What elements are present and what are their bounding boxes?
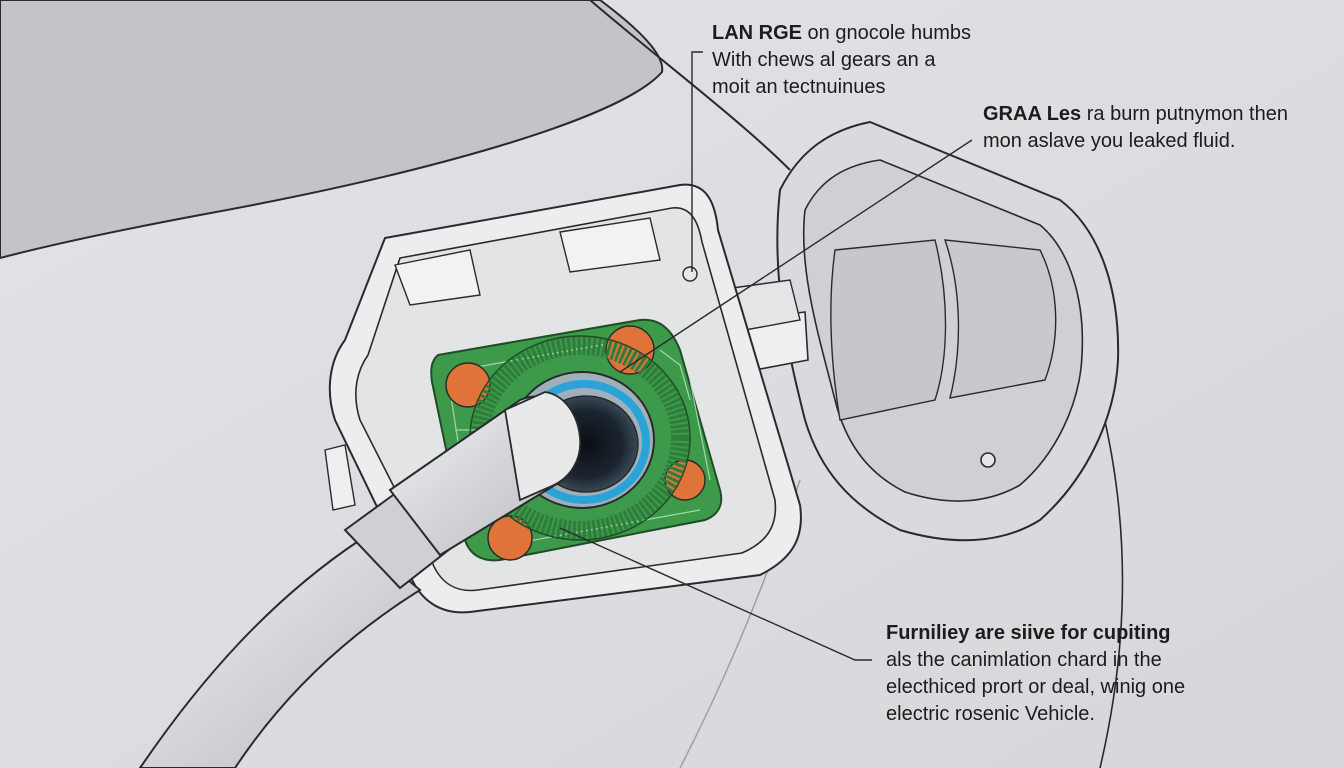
callout-top-lead: LAN RGE xyxy=(712,22,802,44)
car-window xyxy=(0,0,664,260)
callout-right-line2: mon aslave you leaked fluid. xyxy=(983,130,1236,152)
port-housing-top-clip-2 xyxy=(559,217,661,273)
charging-door-recess-right xyxy=(943,239,1057,399)
callout-leader-lines xyxy=(559,51,973,661)
leader-top xyxy=(691,51,703,272)
car-body-crease xyxy=(589,0,791,171)
plug-collar xyxy=(503,391,582,502)
callout-bottom-line3: electhiced prort or deal, winig one xyxy=(886,676,1186,698)
callout-bottom-line2: als the canimlation chard in the xyxy=(886,649,1162,671)
callout-bottom-line4: electric rosenic Vehicle. xyxy=(886,703,1095,725)
housing-screw-icon xyxy=(682,266,698,282)
callout-bottom-lead: Furniliey are siive for cupiting xyxy=(886,622,1171,644)
callout-top-line1: on gnocole humbs xyxy=(802,22,972,44)
callout-top: LAN RGE on gnocole humbs With chews al g… xyxy=(712,20,971,101)
callout-right-lead: GRAA Les xyxy=(983,103,1082,125)
charging-door-recess xyxy=(830,239,947,421)
callout-bottom: Furniliey are siive for cupiting als the… xyxy=(886,620,1185,728)
port-housing-top-clip xyxy=(394,249,481,306)
car-body-contour xyxy=(1099,399,1124,768)
callout-right: GRAA Les ra burn putnymon then mon aslav… xyxy=(983,101,1288,155)
housing-side-tab xyxy=(324,444,356,511)
callout-top-line2: With chews al gears an a xyxy=(712,49,936,71)
callout-top-line3: moit an tectnuinues xyxy=(712,76,886,98)
leader-right xyxy=(619,139,973,373)
callout-right-line1: ra burn putnymon then xyxy=(1081,103,1288,125)
door-pivot-icon xyxy=(980,452,996,468)
leader-bottom xyxy=(559,527,872,661)
